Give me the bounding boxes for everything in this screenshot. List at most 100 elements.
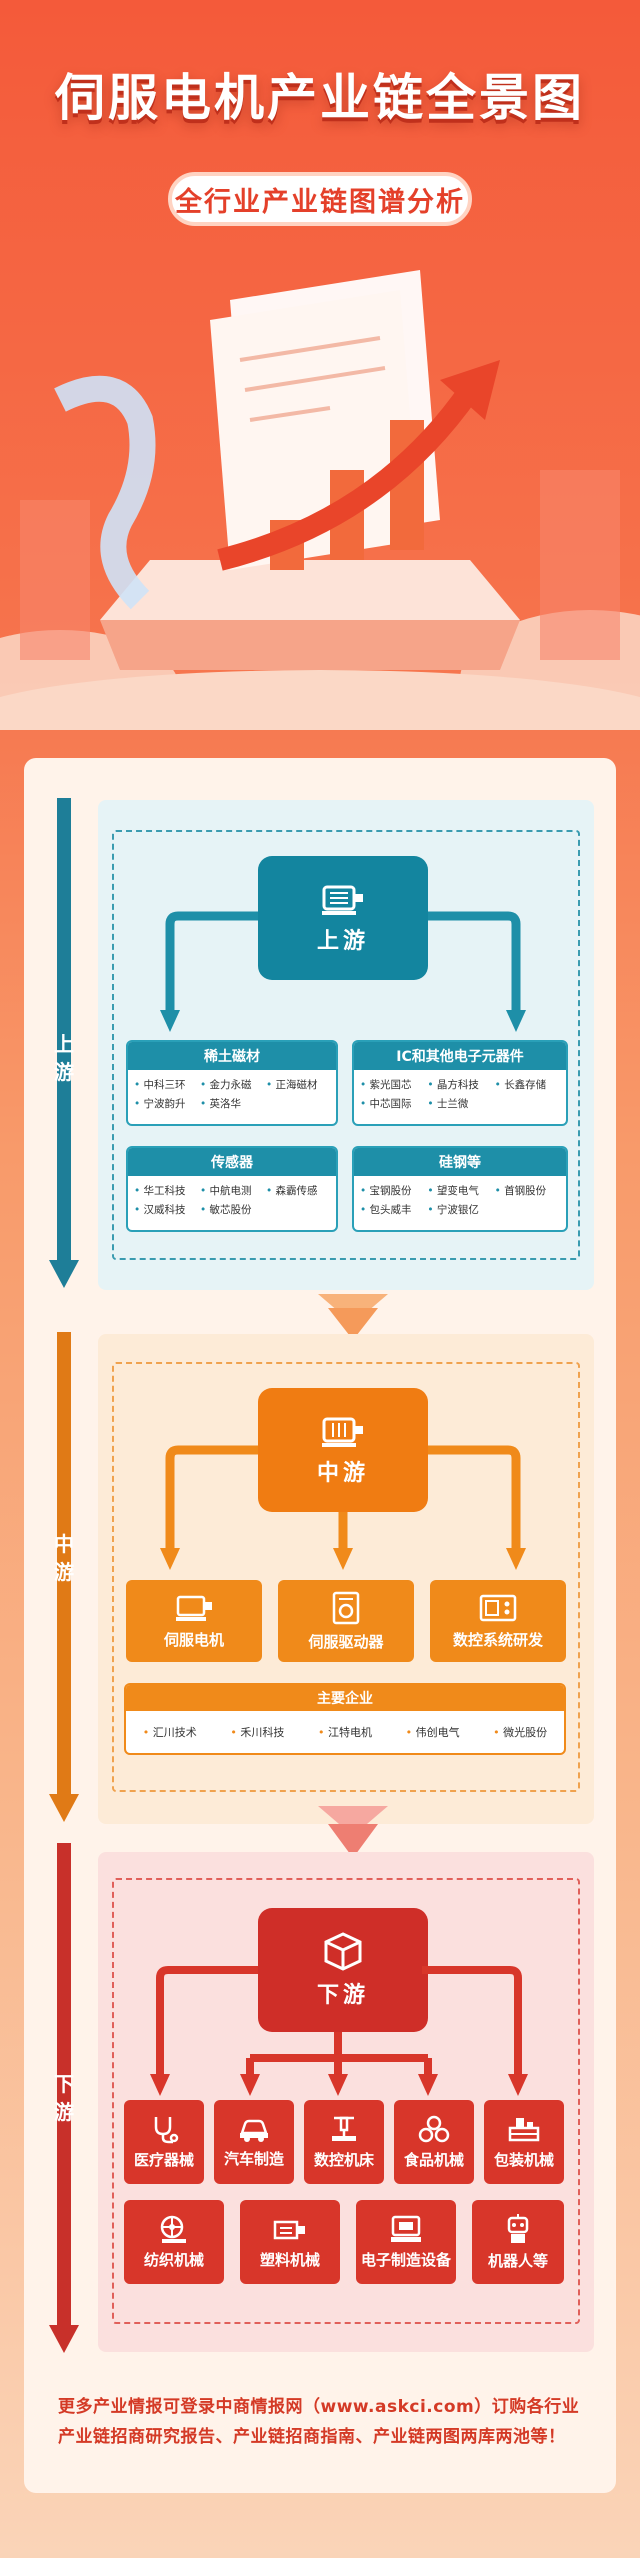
upstream-side-label: 上游 (54, 1032, 74, 1084)
downstream-dashed-frame (112, 1878, 580, 2324)
electronics-machine-icon (391, 2215, 421, 2242)
downstream-hub-label: 下游 (316, 1983, 369, 2008)
upstream-dashed-frame (112, 830, 580, 1260)
upstream-category-sensor: 传感器 华工科技 中航电测 森霸传感 汉威科技 敏芯股份 (126, 1146, 338, 1232)
package-box-icon (324, 1932, 362, 1971)
spinning-wheel-icon (160, 2215, 186, 2243)
midstream-box-label: 伺服电机 (163, 1630, 224, 1649)
company-item: 江特电机 (318, 1724, 372, 1740)
midstream-hub-label: 中游 (316, 1461, 369, 1486)
downstream-item-label: 医疗器械 (133, 2151, 194, 2169)
downstream-item-label: 汽车制造 (223, 2150, 284, 2168)
downstream-item-robot: 机器人等 (472, 2200, 564, 2284)
company-item: 望变电气 (427, 1183, 492, 1198)
midstream-side-label: 中游 (54, 1532, 74, 1584)
downstream-item-label: 机器人等 (487, 2252, 548, 2270)
company-item: 森霸传感 (266, 1183, 330, 1198)
company-item: 汉威科技 (134, 1202, 198, 1217)
robot-icon (507, 2214, 529, 2243)
company-item: 金力永磁 (200, 1077, 264, 1092)
car-icon (240, 2119, 268, 2142)
footer-note: 更多产业情报可登录中商情报网（www.askci.com）订购各行业产业链招商研… (58, 2397, 580, 2447)
downstream-hub: 下游 (258, 1908, 428, 2032)
company-item: 宝钢股份 (360, 1183, 425, 1198)
company-item: 伟创电气 (406, 1724, 460, 1740)
downstream-item-label: 数控机床 (313, 2151, 374, 2169)
company-item: 紫光国芯 (360, 1077, 425, 1092)
page-subtitle: 全行业产业链图谱分析 (168, 172, 472, 226)
downstream-item-label: 包装机械 (493, 2151, 554, 2169)
midstream-connectors (160, 1445, 526, 1570)
category-title: IC和其他电子元器件 (354, 1042, 566, 1070)
downstream-flow-arrow (49, 1843, 79, 2353)
company-item: 中芯国际 (360, 1096, 425, 1111)
gears-icon (418, 2115, 450, 2143)
upstream-hub: 上游 (258, 856, 428, 980)
motor-icon (322, 1417, 363, 1447)
downstream-item-label: 塑料机械 (259, 2251, 320, 2269)
company-item: 士兰微 (427, 1096, 492, 1111)
upstream-category-ic: IC和其他电子元器件 紫光国芯 晶方科技 长鑫存储 中芯国际 士兰微 (352, 1040, 568, 1126)
downstream-item-cnc-machine: 数控机床 (304, 2100, 384, 2184)
midstream-box-label: 数控系统研发 (452, 1630, 543, 1649)
downstream-item-label: 纺织机械 (143, 2251, 204, 2269)
upstream-flow-arrow (49, 798, 79, 1288)
midstream-box-cnc-system: 数控系统研发 (430, 1580, 566, 1662)
company-item: 晶方科技 (427, 1077, 492, 1092)
company-item: 中科三环 (134, 1077, 198, 1092)
upstream-hub-label: 上游 (316, 929, 369, 954)
servo-driver-icon (332, 1591, 360, 1624)
category-title: 稀土磁材 (128, 1042, 336, 1070)
downstream-item-electronics: 电子制造设备 (356, 2200, 456, 2284)
company-item: 首钢股份 (495, 1183, 560, 1198)
servo-motor-icon (176, 1595, 212, 1621)
upstream-connectors (160, 911, 526, 1032)
cnc-panel-icon (479, 1594, 517, 1621)
company-item: 华工科技 (134, 1183, 198, 1198)
midstream-flow-arrow (49, 1332, 79, 1822)
hero-illustration (0, 270, 640, 730)
enterprises-title: 主要企业 (126, 1685, 564, 1711)
company-item: 禾川科技 (230, 1724, 284, 1740)
chevron-down-icon (318, 1806, 388, 1858)
category-title: 传感器 (128, 1148, 336, 1176)
company-item: 宁波银亿 (427, 1202, 492, 1217)
chevron-down-icon (318, 1294, 388, 1340)
company-item: 正海磁材 (266, 1077, 330, 1092)
category-items: 中科三环 金力永磁 正海磁材 宁波韵升 英洛华 (128, 1070, 336, 1118)
midstream-box-servo-motor: 伺服电机 (126, 1580, 262, 1662)
upstream-category-silicon-steel: 硅钢等 宝钢股份 望变电气 首钢股份 包头威丰 宁波银亿 (352, 1146, 568, 1232)
upstream-category-rare-earth: 稀土磁材 中科三环 金力永磁 正海磁材 宁波韵升 英洛华 (126, 1040, 338, 1126)
midstream-box-label: 伺服驱动器 (308, 1632, 384, 1651)
company-item: 敏芯股份 (200, 1202, 264, 1217)
midstream-dashed-frame (112, 1362, 580, 1792)
category-title: 硅钢等 (354, 1148, 566, 1176)
packaging-machine-icon (508, 2118, 540, 2142)
downstream-side-label: 下游 (54, 2072, 74, 2124)
motor-icon (322, 885, 363, 915)
company-item: 微光股份 (493, 1724, 547, 1740)
midstream-enterprises: 主要企业 汇川技术 禾川科技 江特电机 伟创电气 微光股份 (124, 1683, 566, 1755)
category-items: 华工科技 中航电测 森霸传感 汉威科技 敏芯股份 (128, 1176, 336, 1224)
downstream-connectors (150, 1966, 528, 2096)
downstream-item-plastic: 塑料机械 (240, 2200, 340, 2284)
midstream-box-servo-driver: 伺服驱动器 (278, 1580, 414, 1662)
machine-tool-icon (332, 2116, 356, 2141)
downstream-item-medical: 医疗器械 (124, 2100, 204, 2184)
injection-machine-icon (273, 2220, 305, 2240)
company-item: 汇川技术 (143, 1724, 197, 1740)
company-item: 英洛华 (200, 1096, 264, 1111)
stethoscope-icon (154, 2117, 179, 2144)
company-item: 宁波韵升 (134, 1096, 198, 1111)
page-title: 伺服电机产业链全景图 (55, 69, 585, 127)
midstream-hub: 中游 (258, 1388, 428, 1512)
downstream-item-label: 食品机械 (403, 2151, 464, 2169)
downstream-item-label: 电子制造设备 (360, 2251, 451, 2269)
company-item: 长鑫存储 (495, 1077, 560, 1092)
enterprises-list: 汇川技术 禾川科技 江特电机 伟创电气 微光股份 (126, 1711, 564, 1753)
company-item: 包头威丰 (360, 1202, 425, 1217)
downstream-item-auto: 汽车制造 (214, 2100, 294, 2184)
category-items: 紫光国芯 晶方科技 长鑫存储 中芯国际 士兰微 (354, 1070, 566, 1118)
downstream-item-textile: 纺织机械 (124, 2200, 224, 2284)
downstream-item-food-machine: 食品机械 (394, 2100, 474, 2184)
